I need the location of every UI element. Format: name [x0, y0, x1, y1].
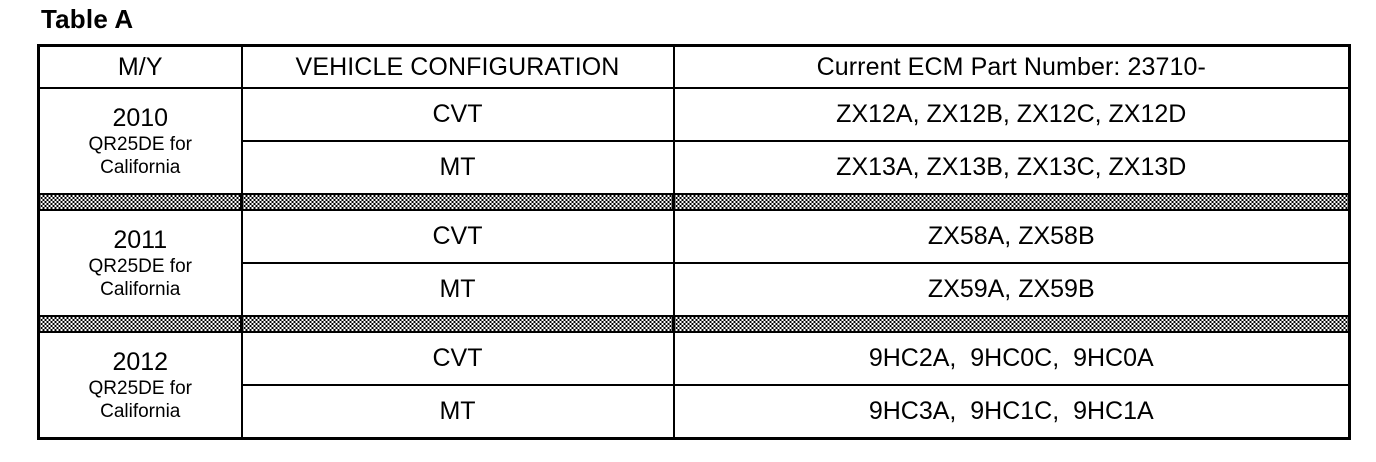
my-year: 2012 [112, 348, 169, 376]
config-cell: CVT [240, 87, 675, 142]
part-number-cell: ZX12A, ZX12B, ZX12C, ZX12D [672, 87, 1351, 142]
table-row: 2011 QR25DE for California CVT ZX58A, ZX… [37, 209, 1351, 317]
my-year: 2011 [113, 226, 168, 254]
column-header-my: M/Y [37, 44, 243, 89]
group-separator-row [37, 315, 1351, 333]
table-row: MT 9HC3A, 9HC1C, 9HC1A [39, 384, 1351, 440]
table-row: MT ZX59A, ZX59B [39, 262, 1351, 317]
config-cell: MT [240, 262, 675, 317]
table-row: MT ZX13A, ZX13B, ZX13C, ZX13D [39, 140, 1351, 195]
group-separator-cell [240, 193, 675, 211]
page-title: Table A [41, 4, 134, 34]
group-separator-row [37, 193, 1351, 211]
table-row: 2012 QR25DE for California CVT 9HC2A, 9H… [37, 331, 1351, 440]
my-engine-note: QR25DE for [88, 134, 192, 155]
column-header-current-ecm-part-number: Current ECM Part Number: 23710- [672, 44, 1351, 89]
my-engine-note: QR25DE for [88, 256, 192, 277]
column-header-vehicle-configuration: VEHICLE CONFIGURATION [240, 44, 675, 89]
group-separator-cell [672, 193, 1351, 211]
table-header: M/Y VEHICLE CONFIGURATION Current ECM Pa… [37, 44, 1351, 89]
config-cell: CVT [240, 209, 675, 264]
my-region-note: California [100, 279, 181, 300]
ecm-part-number-table: M/Y VEHICLE CONFIGURATION Current ECM Pa… [37, 44, 1351, 440]
my-cell-2012: 2012 QR25DE for California [37, 331, 243, 440]
config-cell: MT [240, 140, 675, 195]
my-year: 2010 [112, 104, 169, 132]
my-cell-2010: 2010 QR25DE for California [37, 87, 243, 195]
my-engine-note: QR25DE for [88, 378, 192, 399]
part-number-cell: 9HC3A, 9HC1C, 9HC1A [672, 384, 1351, 440]
my-cell-2011: 2011 QR25DE for California [37, 209, 243, 317]
table-container: M/Y VEHICLE CONFIGURATION Current ECM Pa… [37, 44, 1351, 440]
group-separator-cell [240, 315, 675, 333]
config-cell: MT [240, 384, 675, 440]
part-number-cell: ZX59A, ZX59B [672, 262, 1351, 317]
my-region-note: California [100, 401, 181, 422]
my-region-note: California [100, 157, 181, 178]
table-header-row: M/Y VEHICLE CONFIGURATION Current ECM Pa… [37, 44, 1351, 89]
group-separator-cell [37, 315, 243, 333]
part-number-cell: ZX13A, ZX13B, ZX13C, ZX13D [672, 140, 1351, 195]
table-row: 2010 QR25DE for California CVT ZX12A, ZX… [37, 87, 1351, 195]
part-number-cell: ZX58A, ZX58B [672, 209, 1351, 264]
config-cell: CVT [240, 331, 675, 386]
table-body: 2010 QR25DE for California CVT ZX12A, ZX… [37, 87, 1351, 440]
part-number-cell: 9HC2A, 9HC0C, 9HC0A [672, 331, 1351, 386]
group-separator-cell [672, 315, 1351, 333]
group-separator-cell [37, 193, 243, 211]
